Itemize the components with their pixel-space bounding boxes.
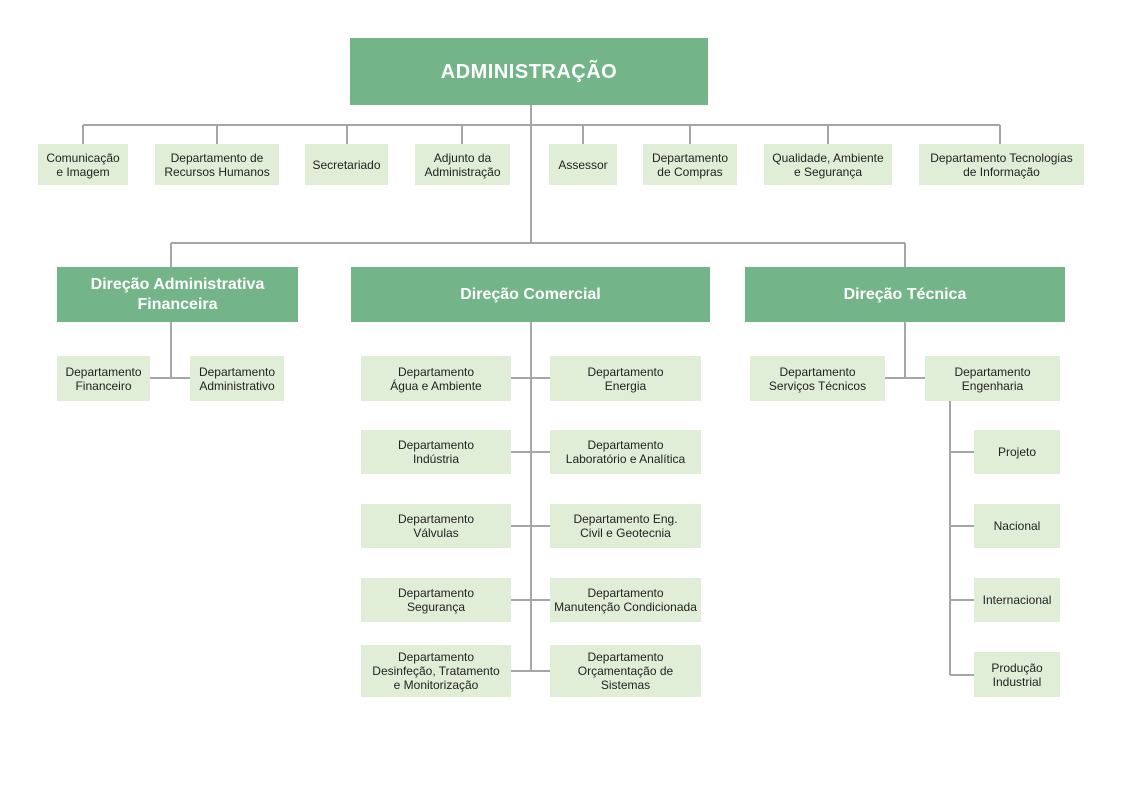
department-box: Departamento Eng. Civil e Geotecnia — [550, 504, 701, 548]
directorate-tecnica: Direção Técnica — [745, 267, 1065, 322]
unit-label: Nacional — [993, 519, 1041, 533]
department-label: Departamento Administrativo — [198, 364, 276, 393]
root-label: ADMINISTRAÇÃO — [440, 60, 618, 83]
staff-label: Comunicação e Imagem — [46, 150, 120, 179]
department-box: Departamento Engenharia — [925, 356, 1060, 401]
staff-box: Departamento de Recursos Humanos — [155, 144, 279, 185]
staff-label: Adjunto da Administração — [424, 150, 501, 179]
department-label: Departamento Engenharia — [954, 364, 1031, 393]
unit-label: Internacional — [982, 593, 1052, 607]
department-box: Departamento Válvulas — [361, 504, 511, 548]
department-label: Departamento Válvulas — [397, 512, 475, 540]
unit-label: Projeto — [997, 445, 1037, 459]
unit-box: Produção Industrial — [974, 652, 1060, 697]
staff-box: Assessor — [549, 144, 617, 185]
staff-label: Secretariado — [312, 157, 381, 172]
department-box: Departamento Laboratório e Analítica — [550, 430, 701, 474]
department-label: Departamento Segurança — [397, 586, 475, 614]
department-box: Departamento Indústria — [361, 430, 511, 474]
unit-box: Projeto — [974, 430, 1060, 474]
staff-label: Departamento Tecnologias de Informação — [930, 150, 1073, 179]
department-box: Departamento Energia — [550, 356, 701, 401]
root-box: ADMINISTRAÇÃO — [350, 38, 708, 105]
directorate-label: Direção Técnica — [843, 285, 967, 303]
staff-box: Adjunto da Administração — [415, 144, 510, 185]
department-box: Departamento Administrativo — [190, 356, 284, 401]
department-label: Departamento Água e Ambiente — [390, 364, 482, 393]
department-box: Departamento Financeiro — [57, 356, 150, 401]
department-box: Departamento Segurança — [361, 578, 511, 622]
unit-label: Produção Industrial — [991, 660, 1043, 689]
department-label: Departamento Eng. Civil e Geotecnia — [573, 512, 678, 540]
directorate-comercial: Direção Comercial — [351, 267, 710, 322]
directorate-admin-fin: Direção Administrativa Financeira — [57, 267, 298, 322]
staff-label: Qualidade, Ambiente e Segurança — [772, 150, 884, 179]
unit-box: Nacional — [974, 504, 1060, 548]
department-label: Departamento Desinfeção, Tratamento e Mo… — [372, 650, 500, 692]
staff-box: Comunicação e Imagem — [38, 144, 128, 185]
directorate-label: Direção Comercial — [460, 285, 601, 303]
unit-box: Internacional — [974, 578, 1060, 622]
department-label: Departamento Orçamentação de Sistemas — [577, 650, 674, 692]
staff-box: Qualidade, Ambiente e Segurança — [764, 144, 892, 185]
department-label: Departamento Indústria — [397, 438, 475, 466]
department-box: Departamento Orçamentação de Sistemas — [550, 645, 701, 697]
department-box: Departamento Água e Ambiente — [361, 356, 511, 401]
staff-box: Secretariado — [305, 144, 388, 185]
department-box: Departamento Serviços Técnicos — [750, 356, 885, 401]
directorate-label: Direção Administrativa Financeira — [90, 275, 265, 313]
department-label: Departamento Laboratório e Analítica — [565, 438, 686, 466]
staff-label: Departamento de Recursos Humanos — [164, 150, 270, 179]
department-label: Departamento Manutenção Condicionada — [554, 586, 697, 614]
department-box: Departamento Desinfeção, Tratamento e Mo… — [361, 645, 511, 697]
staff-box: Departamento de Compras — [643, 144, 737, 185]
staff-label: Assessor — [558, 157, 608, 172]
department-label: Departamento Financeiro — [65, 364, 142, 393]
department-box: Departamento Manutenção Condicionada — [550, 578, 701, 622]
department-label: Departamento Energia — [587, 364, 664, 393]
staff-box: Departamento Tecnologias de Informação — [919, 144, 1084, 185]
staff-label: Departamento de Compras — [651, 150, 729, 179]
department-label: Departamento Serviços Técnicos — [768, 364, 867, 393]
